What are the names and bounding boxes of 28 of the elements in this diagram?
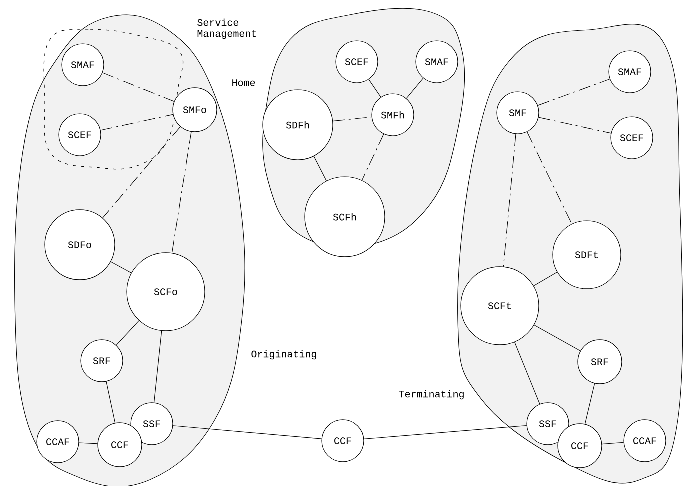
connector-line [538,117,612,134]
connector-line [106,381,116,424]
connector-line [172,132,192,254]
connector-line [110,262,132,274]
node-label: Originating [252,350,316,360]
connector-line [362,134,384,181]
connector-line [602,442,624,445]
node-label: Terminating [399,390,464,400]
node-label: Home [232,80,256,86]
connector-line [368,79,382,98]
connector-line [406,78,424,99]
connector-line [584,383,596,425]
connector-line [100,114,174,131]
connector-line [154,330,162,404]
connector-line [514,342,540,405]
connector-line [538,78,610,106]
connector-line [314,156,328,182]
connector-line [102,126,181,218]
connector-line [534,272,558,286]
connector-line [364,425,528,440]
connector-line [332,116,372,122]
connector-line [503,134,516,268]
connector-line [172,426,322,440]
connector-line [116,320,140,346]
connector-line [78,442,98,444]
connector-line [102,72,175,102]
node-label: Service Management [198,18,256,40]
connector-line [534,324,581,352]
